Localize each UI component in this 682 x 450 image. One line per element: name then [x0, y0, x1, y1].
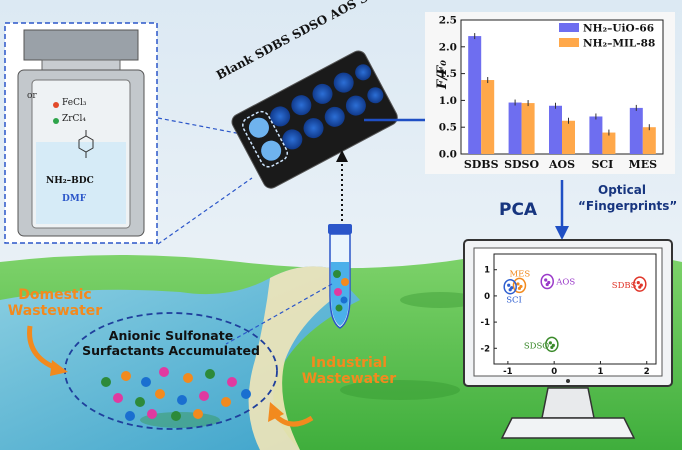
- pca-cluster-sci: [503, 278, 517, 295]
- tube-to-plate-arrow: [336, 150, 348, 226]
- pca-x-tick-label: 2: [644, 367, 650, 376]
- pca-y-tick-label: -2: [481, 344, 491, 354]
- y-tick-label: 1.5: [439, 68, 457, 80]
- bar-sdbs-series-1: [468, 36, 482, 154]
- y-tick-label: 2.0: [439, 41, 457, 53]
- bar-aos-series-2: [562, 120, 575, 154]
- x-tick-label: MES: [629, 158, 658, 171]
- bar-sdbs-series-2: [481, 80, 495, 154]
- y-tick-label: 0.0: [439, 149, 457, 161]
- x-tick-label: SDSO: [504, 158, 539, 171]
- chart-to-pca-arrow: [555, 180, 569, 240]
- pca-label-sci: SCI: [506, 296, 522, 306]
- bar-sci-series-1: [589, 116, 603, 154]
- pca-cluster-aos: [540, 273, 554, 290]
- pca-point: [517, 286, 522, 291]
- pca-x-tick-label: 0: [551, 367, 557, 376]
- pca-x-tick-label: 1: [597, 367, 603, 376]
- pca-point: [636, 281, 640, 285]
- bar-sdso-series-1: [508, 102, 522, 154]
- legend-swatch-1: [559, 23, 579, 32]
- y-tick-label: 1.0: [439, 95, 457, 107]
- pca-point: [638, 285, 642, 289]
- x-tick-label: AOS: [548, 158, 575, 171]
- bar-mes-series-2: [642, 127, 656, 154]
- industrial-wastewater-label: Industrial Wastewater: [296, 355, 402, 387]
- pca-y-tick-label: 1: [484, 266, 490, 276]
- pca-point: [550, 345, 554, 349]
- industrial-line1: Industrial: [310, 355, 388, 371]
- legend-label-1: NH₂–UiO-66: [583, 23, 654, 35]
- reactor-or-label: or: [27, 91, 37, 101]
- pca-score-plot: 1 0 -1 -2 -1 0 1 2 MES SCI AOS SDBS SDSO: [481, 253, 657, 376]
- fingerprint-label-line1: Optical: [598, 183, 646, 197]
- pca-cluster-mes: [512, 277, 527, 294]
- domestic-wastewater-label: Domestic Wastewater: [2, 287, 108, 319]
- legend-label-2: NH₂–MIL-88: [583, 38, 655, 50]
- reactor-solvent-label: DMF: [62, 194, 87, 204]
- industrial-line2: Wastewater: [301, 371, 397, 387]
- pca-cluster-sdso: [545, 336, 559, 353]
- pca-point: [544, 278, 548, 282]
- pca-point: [516, 282, 520, 286]
- surfactant-line1: Anionic Sulfonate: [108, 328, 234, 343]
- domestic-line1: Domestic: [18, 287, 92, 303]
- pca-label-aos: AOS: [555, 278, 575, 288]
- autoclave-reactor: [4, 22, 158, 244]
- tube-connector: [225, 283, 333, 345]
- domestic-line2: Wastewater: [7, 303, 103, 319]
- test-tube: [328, 224, 352, 329]
- pca-y-tick-label: 0: [484, 292, 490, 302]
- surfactant-line2: Surfactants Accumulated: [82, 343, 260, 358]
- pca-label-mes: MES: [509, 269, 530, 279]
- pca-point: [548, 341, 552, 345]
- bar-aos-series-1: [549, 105, 562, 154]
- x-tick-label: SDBS: [464, 158, 499, 171]
- domestic-arrow: [27, 325, 68, 376]
- pca-point: [507, 283, 511, 287]
- pca-x-tick-label: -1: [503, 367, 513, 376]
- pca-cluster-sdbs: [633, 276, 647, 292]
- pca-y-tick-label: -1: [481, 318, 491, 328]
- pca-point: [545, 282, 549, 287]
- surfactant-label: Anionic Sulfonate Surfactants Accumulate…: [82, 328, 260, 358]
- y-axis-label: F/F₀: [435, 60, 450, 90]
- reactor-fecl3-label: FeCl₃: [62, 98, 87, 108]
- well-plate: [231, 50, 398, 189]
- pca-label-sdbs: SDBS: [612, 281, 637, 291]
- legend-swatch-2: [559, 38, 579, 47]
- pca-plot-frame: [493, 253, 657, 365]
- bar-sdso-series-2: [521, 103, 535, 154]
- pca-label-sdso: SDSO: [524, 341, 549, 351]
- reactor-linker-label: NH₂–BDC: [46, 176, 94, 186]
- x-tick-label: SCI: [591, 158, 613, 171]
- pca-label: PCA: [499, 200, 538, 220]
- surfactant-region: [64, 312, 278, 430]
- y-tick-label: 0.5: [439, 122, 457, 134]
- bar-mes-series-1: [629, 107, 643, 154]
- fingerprint-label-line2: “Fingerprints”: [578, 199, 678, 213]
- pca-point: [508, 288, 512, 292]
- y-tick-label: 2.5: [439, 15, 457, 27]
- reactor-zrcl4-label: ZrCl₄: [62, 114, 86, 124]
- bar-sci-series-2: [602, 132, 616, 154]
- industrial-arrow: [268, 402, 314, 427]
